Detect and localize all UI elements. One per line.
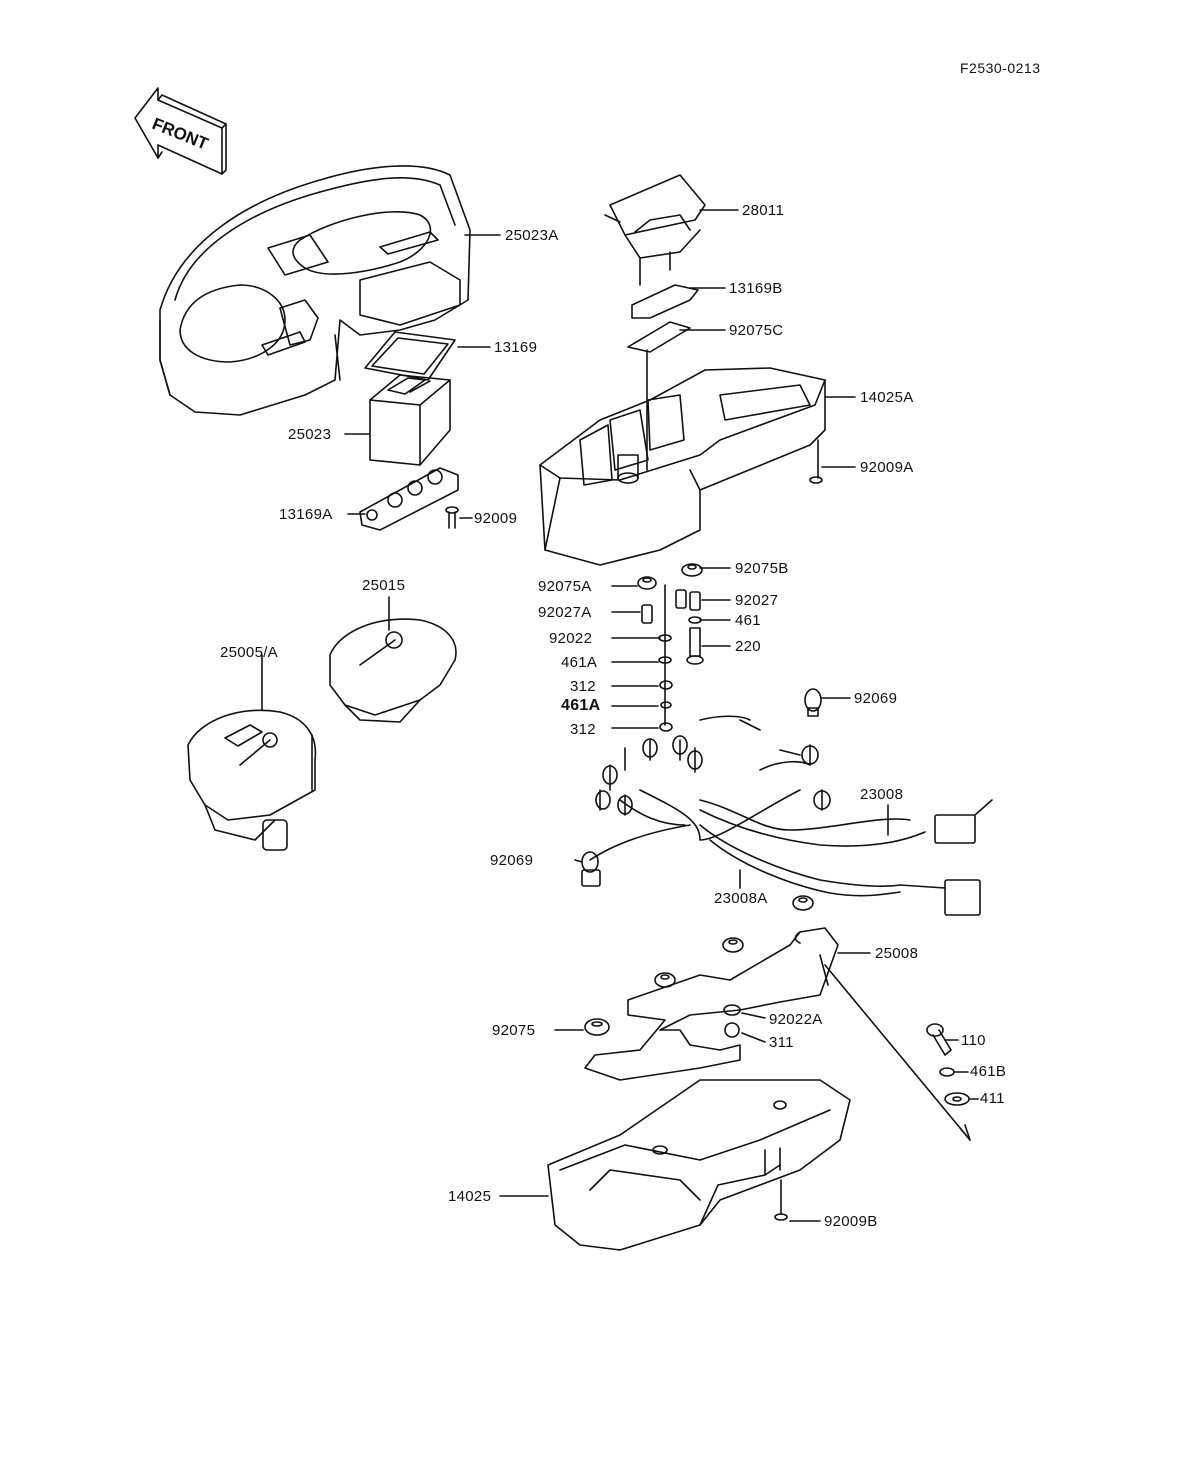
grommet-25008-upper: [792, 895, 814, 911]
label-461: 461: [735, 612, 761, 629]
label-13169B: 13169B: [729, 280, 783, 297]
plate-13169B: [631, 284, 699, 319]
label-92075A: 92075A: [538, 578, 592, 595]
washer-461A-2: [660, 701, 672, 709]
nut-311: [724, 1022, 740, 1038]
label-14025A: 14025A: [860, 389, 914, 406]
label-220: 220: [735, 638, 761, 655]
bracket-13169A: [359, 467, 459, 531]
label-92075B: 92075B: [735, 560, 789, 577]
meter-case-25023: [369, 374, 451, 466]
label-23008: 23008: [860, 786, 904, 803]
bulb-92069-lower: [581, 851, 601, 887]
label-92022: 92022: [549, 630, 593, 647]
upper-cover-14025A: [539, 367, 826, 566]
label-25005A: 25005/A: [220, 644, 278, 661]
label-92009: 92009: [474, 510, 518, 527]
nut-312-2: [659, 722, 673, 732]
collar-92027A: [641, 604, 653, 624]
harness-23008: [589, 715, 993, 916]
meter-housing-25023A: [159, 165, 471, 416]
label-14025: 14025: [448, 1188, 492, 1205]
washer-92022A: [723, 1004, 741, 1016]
label-312-second: 312: [570, 721, 596, 738]
label-92009A: 92009A: [860, 459, 914, 476]
label-25015: 25015: [362, 577, 406, 594]
label-13169: 13169: [494, 339, 538, 356]
label-92069: 92069: [854, 690, 898, 707]
washer-461B: [939, 1067, 955, 1077]
grommet-a: [722, 937, 744, 953]
meter-25005A: [187, 709, 317, 851]
nut-312: [659, 680, 673, 690]
label-92075C: 92075C: [729, 322, 784, 339]
label-13169A: 13169A: [279, 506, 333, 523]
label-312: 312: [570, 678, 596, 695]
label-110: 110: [961, 1032, 986, 1049]
washer-411: [944, 1092, 970, 1106]
label-25023: 25023: [288, 426, 332, 443]
screw-92009B: [774, 1179, 788, 1221]
plate-92075C: [627, 321, 691, 353]
label-411: 411: [980, 1090, 1005, 1107]
label-28011: 28011: [742, 202, 785, 219]
label-92022A: 92022A: [769, 1011, 823, 1028]
label-25008: 25008: [875, 945, 919, 962]
grommet-92075B: [681, 563, 703, 577]
label-92069-lower: 92069: [490, 852, 534, 869]
label-92027A: 92027A: [538, 604, 592, 621]
bulb-92069: [804, 688, 822, 717]
label-23008A: 23008A: [714, 890, 768, 907]
label-311: 311: [769, 1034, 794, 1051]
screw-92009: [445, 506, 459, 529]
grommet-92075A: [637, 576, 657, 590]
grommet-92075: [584, 1018, 610, 1036]
label-92027: 92027: [735, 592, 779, 609]
meter-25015: [329, 618, 457, 723]
label-461B: 461B: [970, 1063, 1007, 1080]
label-461A-bold: 461A: [561, 697, 601, 714]
gasket-13169: [364, 331, 456, 381]
label-25023A: 25023A: [505, 227, 559, 244]
bracket-25008: [584, 927, 839, 1081]
diagram-code: F2530-0213: [960, 60, 1041, 76]
label-92009B: 92009B: [824, 1213, 878, 1230]
screw-92009A: [809, 476, 823, 484]
lower-cover-14025: [547, 1079, 851, 1251]
bolt-220: [686, 627, 704, 665]
label-461A: 461A: [561, 654, 598, 671]
label-92075: 92075: [492, 1022, 536, 1039]
front-arrow-icon: [134, 87, 227, 175]
switch-28011: [604, 174, 706, 286]
collar-92027: [675, 589, 701, 611]
